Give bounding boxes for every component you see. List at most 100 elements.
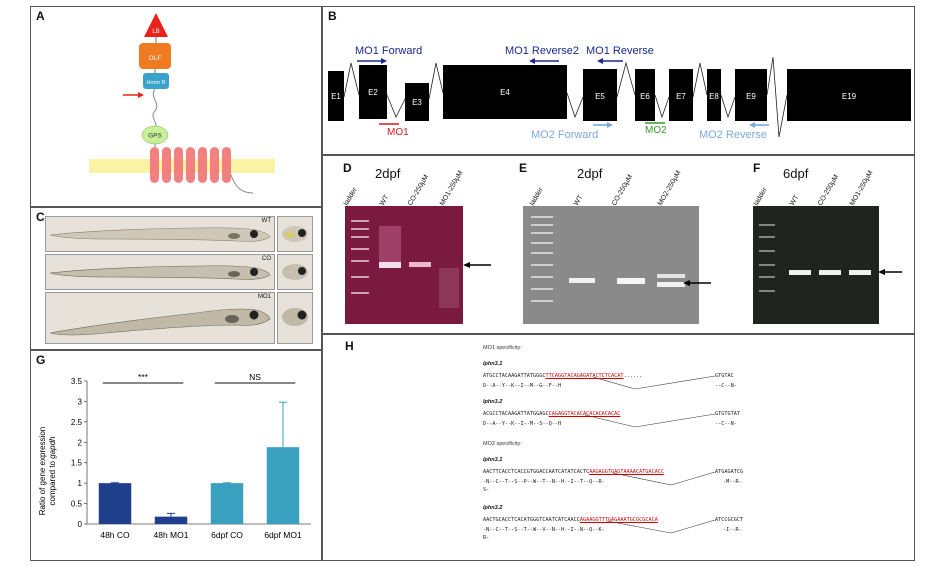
fish-label-wt: WT bbox=[261, 218, 271, 224]
mo2-specificity-title: MO2 specificity: bbox=[483, 441, 522, 447]
amino-acid-end: --C--N- bbox=[715, 383, 737, 389]
gps-label: GPS bbox=[148, 133, 162, 140]
fish-image-co-head bbox=[277, 254, 313, 290]
morpholino-target-sequence: AGAAGGTTTGAGAAATGCGCGCACA bbox=[579, 517, 658, 523]
gel-d-lane-label: MO1-250µM bbox=[438, 169, 465, 207]
splice-lines bbox=[584, 375, 716, 534]
fish-label-co: CO bbox=[262, 256, 271, 262]
panel-c: C WT CO MO1 bbox=[30, 207, 322, 350]
fish-label-mo1: MO1 bbox=[257, 294, 271, 300]
olf-domain bbox=[139, 43, 171, 69]
x-tick-label: 6dpf CO bbox=[211, 530, 243, 540]
panel-def: D 2dpf ladder WT CO-250µM MO1-250µM E 2d… bbox=[322, 155, 915, 334]
fish-image-mo1-head bbox=[277, 292, 313, 344]
amino-acid-end: -I--R- bbox=[723, 527, 742, 533]
y-tick-label: 3 bbox=[78, 397, 83, 406]
panel-label-h: H bbox=[345, 339, 354, 353]
fish-image-wt-lateral: WT bbox=[45, 216, 275, 252]
panel-label-d: D bbox=[343, 161, 352, 175]
gel-d-title: 2dpf bbox=[375, 166, 401, 181]
bar bbox=[98, 483, 132, 524]
gel-f-arrow bbox=[878, 269, 902, 275]
exon-label: E7 bbox=[676, 92, 686, 101]
sequence-line: ACGCCTACAAGATTATGGAGCCAGAGGTACACACACACAC… bbox=[483, 411, 620, 417]
sequence-end: GTGTAC bbox=[715, 373, 734, 379]
sequence-line: AACTTCACCTCACCGTGGACCAATCATATCACTCAAGAGG… bbox=[483, 469, 664, 475]
hormr-label: Horm R bbox=[147, 80, 166, 86]
gel-e-image bbox=[523, 206, 699, 324]
mo1-specificity-title: MO1 specificity: bbox=[483, 345, 522, 351]
y-tick-label: 0 bbox=[78, 520, 83, 529]
panel-label-a: A bbox=[36, 9, 45, 23]
gene-name: lphn3.1 bbox=[483, 361, 503, 367]
panel-label-c: C bbox=[36, 210, 45, 224]
gel-f-lane-label: CO-250µM bbox=[816, 173, 841, 207]
mo1-label: MO1 bbox=[387, 127, 409, 138]
amino-acid-line: -N--C--T--S--P--W--T--N--H--I--T--Q--R- bbox=[483, 479, 605, 485]
panel-label-f: F bbox=[753, 161, 761, 175]
lb-domain bbox=[144, 13, 168, 37]
exon-label: E2 bbox=[368, 88, 378, 97]
sequence-end: ATCCGCGCT bbox=[715, 517, 744, 523]
y-tick-label: 2 bbox=[78, 438, 83, 447]
sequence-text: AACTTCACCTCACCGTGGACCAATCATATCACTC bbox=[483, 469, 590, 475]
amino-acid-line: -N--C--T--S--T--W--V--N--H--I--N--Q--K- bbox=[483, 527, 605, 533]
panel-b: B E1 E2 E3 E4 E5 E6 E7 E8 E9 E19 bbox=[322, 6, 915, 155]
panel-label-e: E bbox=[519, 161, 528, 175]
sequence-line: ATGCCTACAAGATTATGGGCTTCAGGTACAGAGATACTCT… bbox=[483, 373, 642, 379]
y-axis-label-line2: compared to gapdh bbox=[48, 436, 57, 506]
bar bbox=[266, 447, 300, 524]
significance-label: *** bbox=[138, 372, 149, 382]
y-axis-label-line1: Ratio of gene expression bbox=[38, 427, 47, 516]
sequence-end: GTGTGTAT bbox=[715, 411, 740, 417]
sequence-end: ATGAGATCG bbox=[715, 469, 744, 475]
gel-e-lane-label: MO2-250µM bbox=[656, 169, 683, 207]
hormr-domain bbox=[143, 73, 169, 89]
gel-f-title: 6dpf bbox=[783, 166, 809, 181]
amino-acid-line-wrap: S- bbox=[483, 487, 490, 493]
morpholino-target-sequence: TTCAGGTACAGAGATACTCTCACAT bbox=[545, 373, 624, 379]
gel-e-arrow bbox=[683, 280, 711, 286]
y-tick-label: 2.5 bbox=[71, 418, 83, 427]
panel-h: H MO1 specificity: lphn3.1 ATGCCTACAAGAT… bbox=[322, 334, 915, 561]
exon-label: E1 bbox=[331, 92, 341, 101]
gel-e-lane-label: CO-250µM bbox=[610, 173, 635, 207]
receptor-diagram: LB OLF Horm R GPS bbox=[89, 13, 275, 194]
amino-acid-line: D--A--Y--K--I--M--S--Q--H bbox=[483, 421, 562, 427]
sequence-line: AACTGCACCTCACATGGGTCAATCATCAACCAGAAGGTTT… bbox=[483, 517, 658, 523]
gel-e-lane-label: ladder bbox=[528, 186, 545, 207]
exon-label: E9 bbox=[746, 92, 756, 101]
exon-label: E8 bbox=[709, 92, 719, 101]
gel-e-title: 2dpf bbox=[577, 166, 603, 181]
sequence-text: AACTGCACCTCACATGGGTCAATCATCAACC bbox=[483, 517, 580, 523]
lb-label: LB bbox=[152, 29, 159, 35]
expression-bar-chart: Ratio of gene expression compared to gap… bbox=[38, 372, 311, 540]
introns bbox=[343, 56, 788, 138]
morpholino-target-sequence: CAGAGGTACACACACACACACAC bbox=[548, 411, 621, 417]
exon-label: E5 bbox=[595, 92, 605, 101]
mo1-reverse2-label: MO1 Reverse2 bbox=[505, 45, 579, 57]
y-axis-label-prefix: compared to bbox=[48, 459, 57, 506]
significance-label: NS bbox=[249, 372, 261, 382]
amino-acid-end: -M--R- bbox=[723, 479, 742, 485]
gel-f-lane-label: ladder bbox=[752, 186, 769, 207]
seven-transmembrane-domain bbox=[150, 147, 231, 183]
gene-name: lphn3.1 bbox=[483, 457, 503, 463]
gene-structure-diagram: E1 E2 E3 E4 E5 E6 E7 E8 E9 E19 MO1 Forwa… bbox=[328, 45, 911, 141]
y-tick-label: 1.5 bbox=[71, 459, 83, 468]
bar bbox=[154, 516, 188, 524]
gene-name: lphn3.2 bbox=[483, 399, 503, 405]
y-tick-label: 0.5 bbox=[71, 500, 83, 509]
mo1-forward-label: MO1 Forward bbox=[355, 45, 422, 57]
panel-label-b: B bbox=[328, 9, 337, 23]
x-tick-label: 48h MO1 bbox=[154, 530, 189, 540]
y-tick-label: 1 bbox=[78, 479, 83, 488]
mo2-label: MO2 bbox=[645, 125, 667, 136]
gel-f-lane-label: MO1-250µM bbox=[848, 169, 875, 207]
panel-a: A LB OLF Horm R GPS bbox=[30, 6, 322, 207]
fish-image-co-lateral: CO bbox=[45, 254, 275, 290]
gel-d-lane-label: CO-250µM bbox=[406, 173, 431, 207]
x-tick-label: 6dpf MO1 bbox=[264, 530, 302, 540]
mo1-reverse-label: MO1 Reverse bbox=[586, 45, 654, 57]
fish-image-wt-head bbox=[277, 216, 313, 252]
